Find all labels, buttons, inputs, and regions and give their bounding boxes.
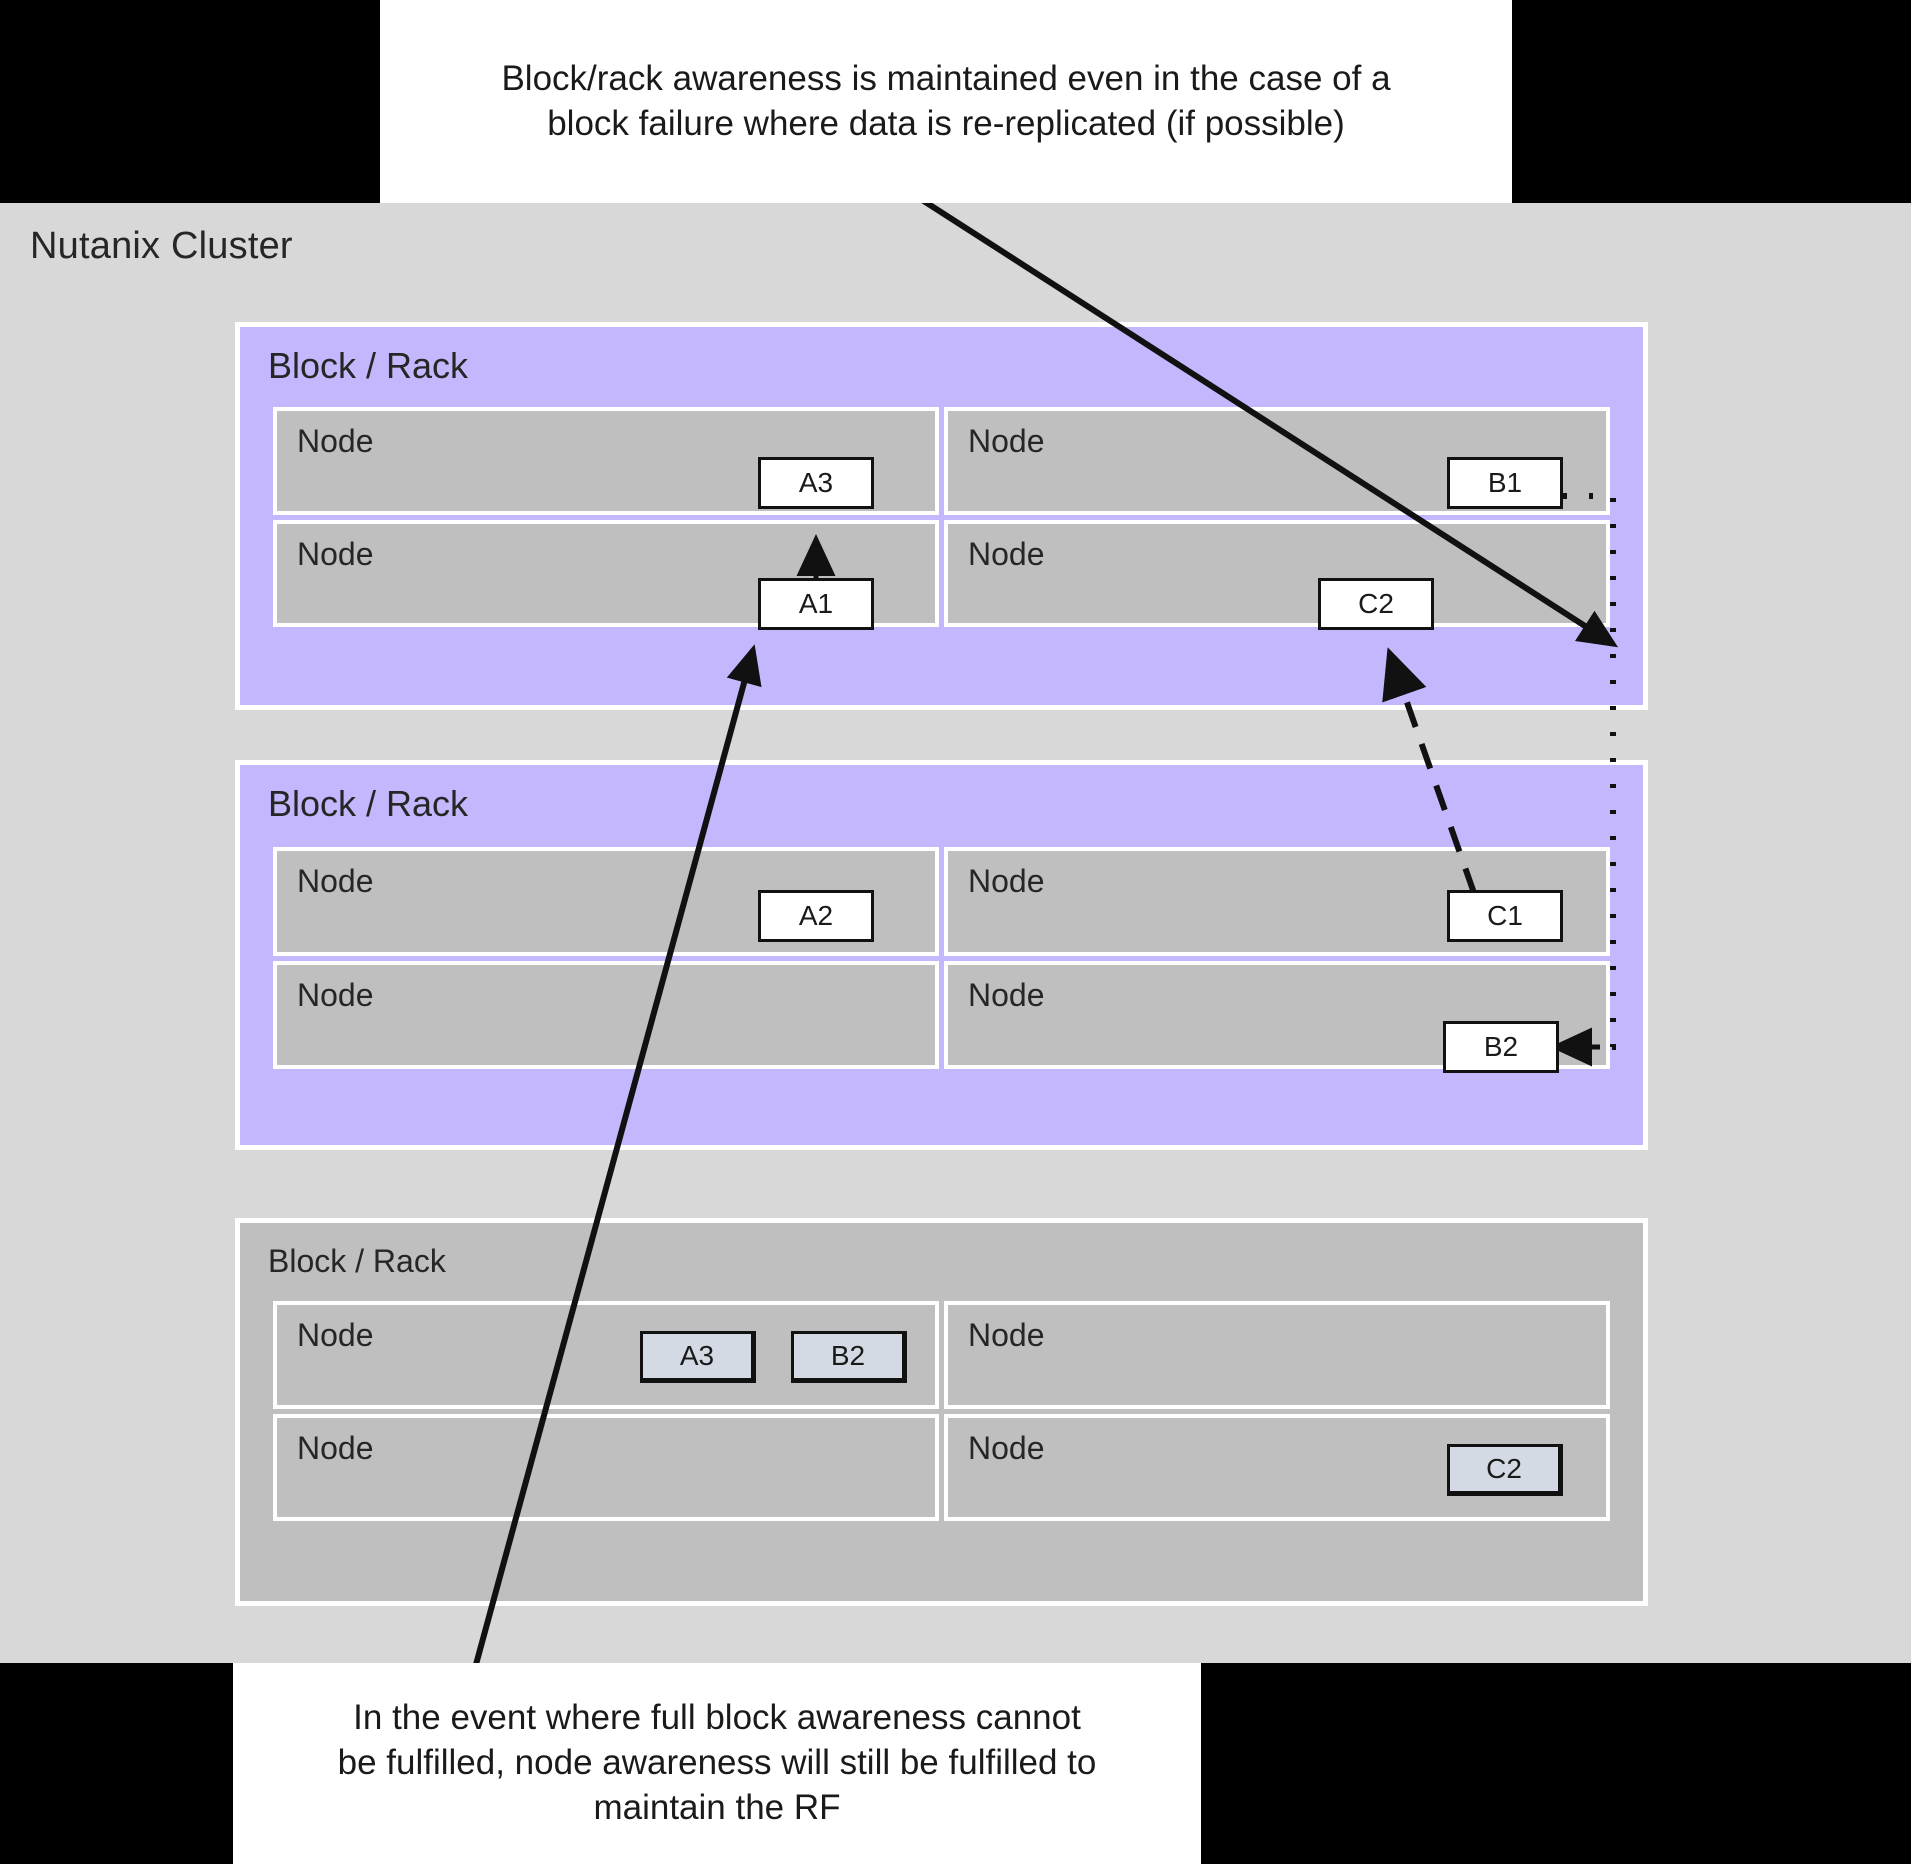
data-box-a3-block3[interactable]: A3 [640, 1331, 756, 1383]
block-rack-3-node-grid: Node Node Node Node [273, 1301, 1610, 1521]
node-label: Node [968, 1317, 1045, 1353]
block3-node-bottom-left: Node [273, 1413, 939, 1521]
data-box-b2-block2[interactable]: B2 [1443, 1021, 1559, 1073]
node-label: Node [297, 863, 374, 899]
block-rack-2-node-grid: Node Node Node Node [273, 847, 1610, 1069]
callout-bottom-text: In the event where full block awareness … [316, 1696, 1119, 1830]
callout-top-line-2: block failure where data is re-replicate… [547, 103, 1345, 143]
block-rack-1: Block / Rack Node Node Node Node [235, 322, 1648, 710]
callout-top-line-1: Block/rack awareness is maintained even … [501, 58, 1391, 98]
data-box-c1-block2[interactable]: C1 [1447, 890, 1563, 942]
node-label: Node [968, 535, 1045, 572]
callout-top-text: Block/rack awareness is maintained even … [479, 57, 1412, 147]
node-label: Node [297, 1317, 374, 1353]
data-box-b2-block3[interactable]: B2 [791, 1331, 907, 1383]
node-label: Node [297, 423, 374, 459]
block-rack-2-title: Block / Rack [268, 783, 469, 824]
data-box-c2-block1[interactable]: C2 [1318, 578, 1434, 630]
node-label: Node [968, 976, 1045, 1013]
data-box-a2-block2[interactable]: A2 [758, 890, 874, 942]
block-rack-1-title: Block / Rack [268, 345, 469, 386]
node-label: Node [297, 535, 374, 572]
node-label: Node [968, 1429, 1045, 1466]
block3-node-top-right: Node [944, 1301, 1610, 1409]
block-rack-3: Block / Rack Node Node Node Node [235, 1218, 1648, 1606]
block-rack-2: Block / Rack Node Node Node Node [235, 760, 1648, 1150]
nutanix-cluster-container: Nutanix Cluster Block / Rack Node Node N… [0, 203, 1911, 1663]
data-box-a3-block1[interactable]: A3 [758, 457, 874, 509]
callout-bottom: In the event where full block awareness … [233, 1663, 1201, 1864]
cluster-title: Nutanix Cluster [30, 225, 293, 267]
callout-top: Block/rack awareness is maintained even … [380, 0, 1512, 203]
node-label: Node [297, 976, 374, 1013]
node-label: Node [297, 1429, 374, 1466]
block2-node-bottom-left: Node [273, 960, 939, 1069]
data-box-a1-block1[interactable]: A1 [758, 578, 874, 630]
block-rack-3-title: Block / Rack [268, 1243, 446, 1279]
data-box-c2-block3[interactable]: C2 [1447, 1444, 1563, 1496]
callout-bottom-line-1: In the event where full block awareness … [353, 1698, 1081, 1738]
callout-bottom-line-2: be fulfilled, node awareness will still … [337, 1743, 1097, 1783]
node-label: Node [968, 863, 1045, 899]
node-label: Node [968, 423, 1045, 459]
callout-bottom-line-3: maintain the RF [593, 1787, 841, 1827]
block1-node-bottom-right: Node [944, 519, 1610, 627]
data-box-b1-block1[interactable]: B1 [1447, 457, 1563, 509]
